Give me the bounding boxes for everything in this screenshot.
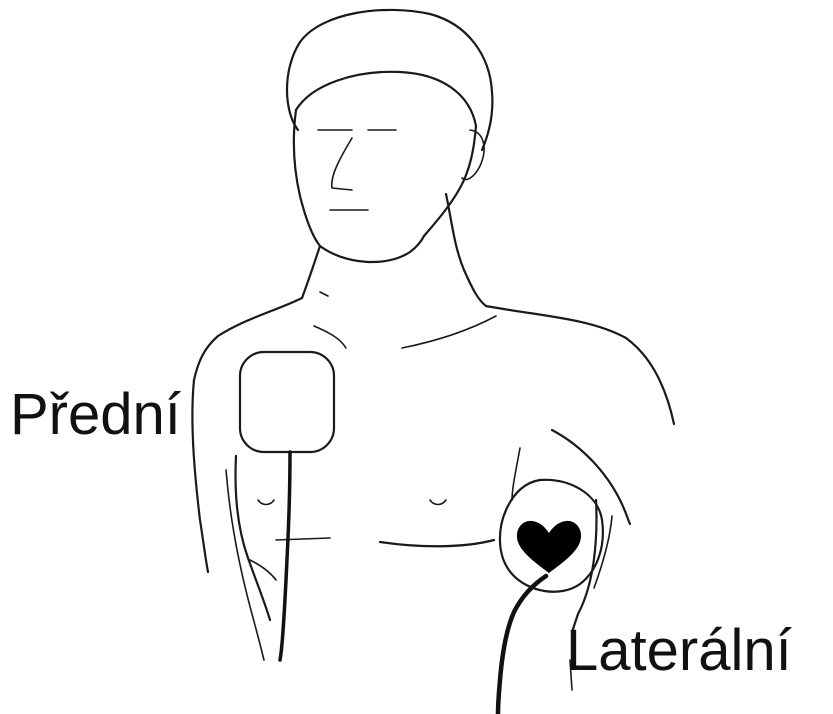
torso-left-side bbox=[236, 456, 271, 620]
heart-icon bbox=[517, 521, 581, 573]
neck-left bbox=[302, 246, 320, 298]
left-clavicle bbox=[314, 326, 346, 348]
hairline bbox=[296, 72, 476, 126]
ear-right bbox=[462, 130, 484, 180]
left-shoulder bbox=[194, 298, 302, 380]
left-nipple bbox=[258, 500, 274, 505]
right-nipple bbox=[430, 500, 446, 505]
left-arm-outer bbox=[192, 380, 208, 572]
lower-chest-line bbox=[380, 540, 494, 546]
nose bbox=[332, 138, 352, 190]
anterior-pad bbox=[240, 352, 334, 660]
right-shoulder bbox=[486, 306, 674, 424]
anterior-pad-cable bbox=[280, 452, 290, 660]
right-arm-top bbox=[552, 430, 630, 524]
jaw bbox=[320, 236, 424, 262]
lateral-pad-label: Laterální bbox=[566, 622, 792, 680]
head bbox=[287, 10, 492, 262]
right-arm-inner bbox=[572, 500, 596, 632]
anterior-pad-outline bbox=[240, 352, 334, 452]
lateral-pad-cable bbox=[498, 576, 546, 714]
left-chest-line bbox=[276, 538, 330, 540]
hair-outline bbox=[287, 10, 492, 150]
right-clavicle bbox=[402, 316, 496, 348]
neck-right bbox=[446, 194, 486, 306]
anterior-pad-label: Přední bbox=[10, 386, 181, 444]
neck-crease bbox=[320, 292, 328, 296]
